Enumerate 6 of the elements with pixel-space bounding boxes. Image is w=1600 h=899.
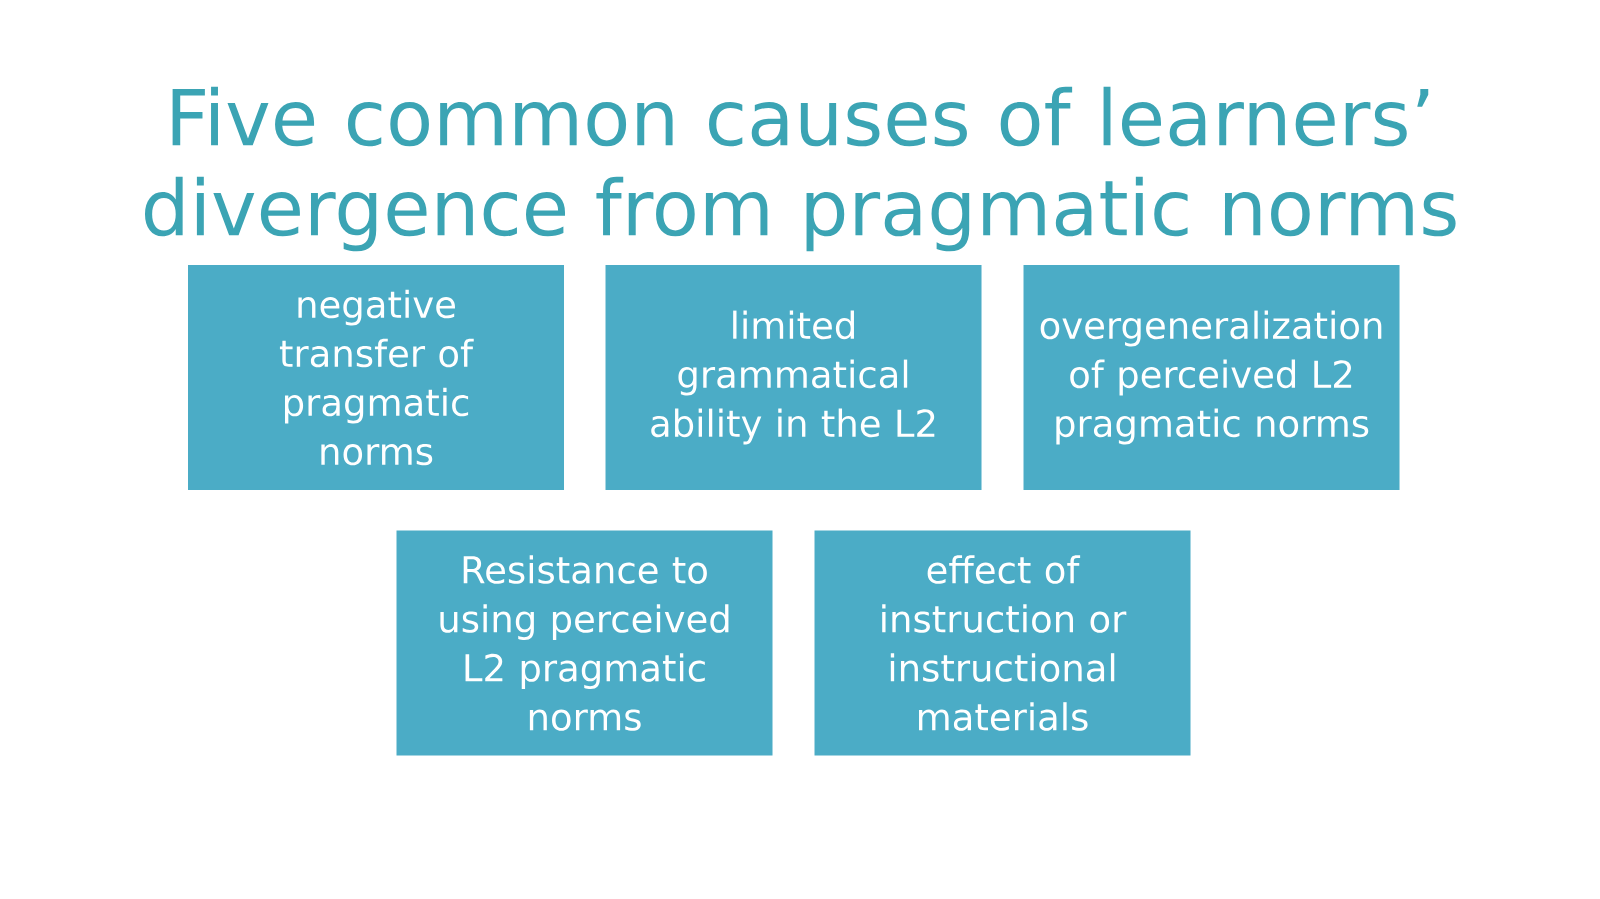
text-box: negative transfer of pragmatic norms — [188, 265, 564, 490]
title: Five common causes of learners’ divergence from pragmatic norms — [145, 86, 1456, 252]
text-box: overgeneralization of perceived L2 pragmatic norms — [1023, 265, 1400, 490]
text-box: effect of instruction or instructional materials — [814, 530, 1191, 756]
text-box: Resistance to using perceived L2 pragmatic norms — [396, 530, 773, 756]
text-box: limited grammatical ability in the L2 — [605, 265, 982, 490]
